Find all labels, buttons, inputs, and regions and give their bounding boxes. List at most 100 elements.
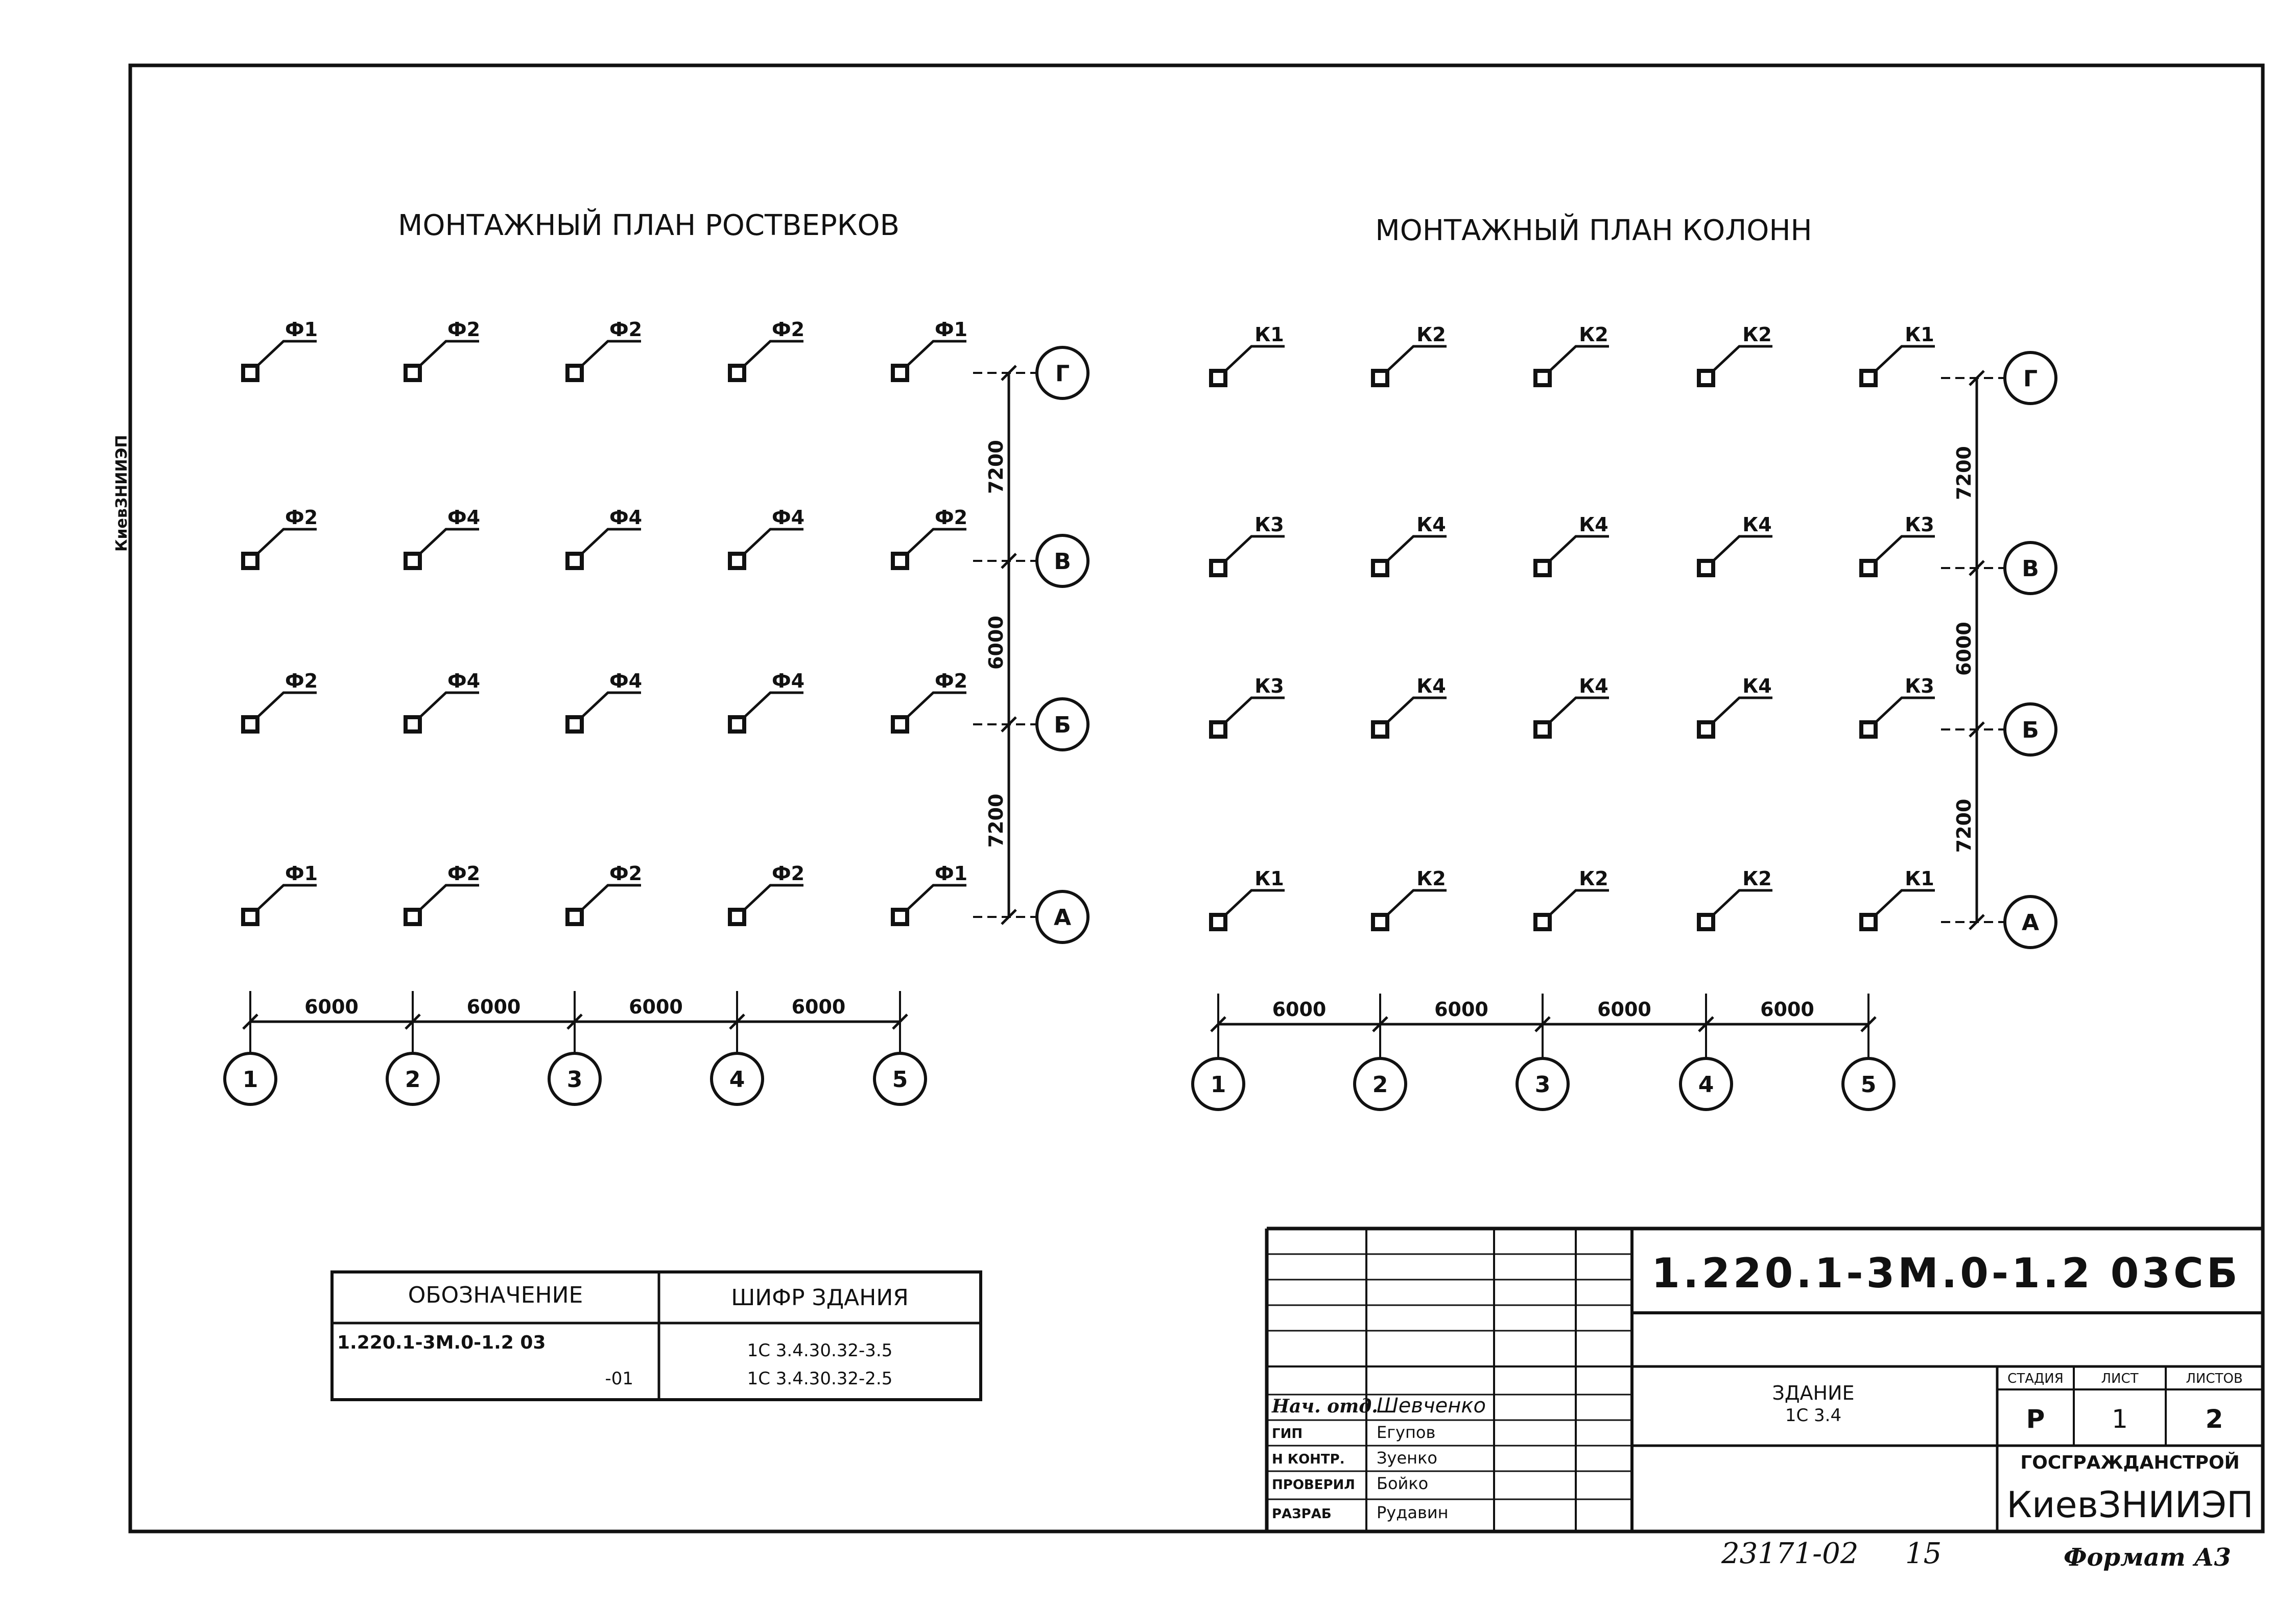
staff-role: РАЗРАБ bbox=[1272, 1506, 1332, 1522]
row-axis-label: В bbox=[2022, 556, 2039, 582]
leader-line bbox=[419, 340, 479, 367]
element-tag: Ф2 bbox=[447, 862, 480, 885]
leader-line bbox=[1875, 696, 1935, 723]
element-tag: Ф2 bbox=[285, 506, 318, 529]
leader-line bbox=[743, 340, 803, 367]
leader-line bbox=[1712, 535, 1772, 562]
sheet-value: 1 bbox=[2112, 1404, 2128, 1434]
leader-line bbox=[906, 884, 966, 911]
sheet-header: ЛИСТ bbox=[2101, 1371, 2138, 1386]
element-marker bbox=[891, 364, 909, 382]
row-axis-bubble bbox=[1035, 534, 1090, 588]
element-marker bbox=[1697, 913, 1715, 931]
leader-line bbox=[1875, 535, 1935, 562]
element-marker bbox=[1371, 913, 1389, 931]
column-axis-label: 2 bbox=[1372, 1072, 1388, 1098]
element-tag: Ф4 bbox=[447, 670, 480, 692]
designation-cell: -01 bbox=[605, 1369, 633, 1389]
row-spacing-label: 7200 bbox=[985, 794, 1007, 848]
row-spacing-label: 6000 bbox=[1953, 622, 1975, 676]
row-spacing-label: 7200 bbox=[1953, 799, 1975, 853]
element-marker bbox=[1859, 913, 1878, 931]
column-axis-label: 3 bbox=[1535, 1072, 1551, 1098]
element-tag: Ф1 bbox=[935, 318, 967, 341]
element-tag: К4 bbox=[1742, 513, 1772, 536]
element-marker bbox=[241, 552, 259, 570]
building-code-cell: 1С 3.4.30.32-3.5 bbox=[747, 1340, 893, 1361]
column-axis-bubble bbox=[1516, 1057, 1570, 1111]
stage-value: Р bbox=[2026, 1404, 2045, 1434]
row-axis-bubble bbox=[1035, 697, 1090, 751]
element-tag: Ф4 bbox=[772, 670, 804, 692]
element-marker bbox=[1859, 559, 1878, 577]
element-tag: К3 bbox=[1254, 675, 1284, 697]
leader-line bbox=[581, 691, 641, 718]
leader-line bbox=[1875, 889, 1935, 916]
leader-line bbox=[581, 528, 641, 555]
column-axis-label: 3 bbox=[567, 1067, 583, 1093]
staff-name: Зуенко bbox=[1377, 1448, 1437, 1468]
column-axis-bubble bbox=[1679, 1057, 1733, 1111]
column-axis-bubble bbox=[873, 1052, 927, 1106]
column-spacing-label: 6000 bbox=[1434, 998, 1488, 1021]
leader-line bbox=[1386, 345, 1447, 372]
leader-line bbox=[1549, 696, 1609, 723]
column-axis-bubble bbox=[548, 1052, 602, 1106]
leader-line bbox=[1386, 696, 1447, 723]
column-spacing-label: 6000 bbox=[1597, 998, 1651, 1021]
element-tag: Ф1 bbox=[935, 862, 967, 885]
element-tag: Ф2 bbox=[285, 670, 318, 692]
leader-line bbox=[1712, 345, 1772, 372]
designation-table: ОБОЗНАЧЕНИЕ ШИФР ЗДАНИЯ 1.220.1-3М.0-1.2… bbox=[330, 1270, 982, 1401]
row-axis-bubble bbox=[1035, 346, 1090, 400]
element-marker bbox=[891, 715, 909, 734]
leader-line bbox=[906, 691, 966, 718]
element-tag: К1 bbox=[1905, 323, 1934, 346]
element-marker bbox=[1209, 369, 1227, 387]
row-spacing-label: 6000 bbox=[985, 616, 1007, 670]
element-tag: Ф2 bbox=[935, 670, 967, 692]
leader-line bbox=[743, 884, 803, 911]
column-axis-label: 1 bbox=[243, 1067, 258, 1093]
dimension-tick bbox=[1001, 553, 1017, 569]
row-axis-label: А bbox=[1054, 905, 1071, 931]
element-tag: Ф1 bbox=[285, 318, 318, 341]
element-marker bbox=[565, 908, 584, 926]
leader-line bbox=[906, 528, 966, 555]
element-marker bbox=[404, 908, 422, 926]
element-marker bbox=[1209, 720, 1227, 739]
leader-line bbox=[1549, 889, 1609, 916]
column-axis-bubble bbox=[1841, 1057, 1896, 1111]
dimension-tick bbox=[1534, 1016, 1551, 1032]
staff-name: Шевченко bbox=[1377, 1394, 1486, 1418]
element-marker bbox=[1697, 559, 1715, 577]
leader-line bbox=[1549, 345, 1609, 372]
element-marker bbox=[1533, 913, 1552, 931]
element-tag: Ф4 bbox=[447, 506, 480, 529]
element-marker bbox=[891, 908, 909, 926]
element-tag: К4 bbox=[1579, 675, 1608, 697]
element-tag: К4 bbox=[1579, 513, 1608, 536]
column-spacing-label: 6000 bbox=[304, 996, 359, 1018]
column-spacing-label: 6000 bbox=[1272, 998, 1327, 1021]
element-marker bbox=[1371, 369, 1389, 387]
element-marker bbox=[728, 908, 746, 926]
dimension-tick bbox=[1001, 909, 1017, 925]
element-marker bbox=[1697, 369, 1715, 387]
element-marker bbox=[241, 364, 259, 382]
right-plan-title: МОНТАЖНЫЙ ПЛАН КОЛОНН bbox=[1375, 214, 1812, 247]
element-marker bbox=[728, 715, 746, 734]
document-code: 1.220.1-3М.0-1.2 03СБ bbox=[1651, 1249, 2240, 1297]
sheets-value: 2 bbox=[2206, 1404, 2223, 1434]
column-axis-bubble bbox=[1353, 1057, 1407, 1111]
column-axis-label: 5 bbox=[892, 1067, 908, 1093]
leader-line bbox=[1224, 889, 1285, 916]
row-spacing-label: 7200 bbox=[1953, 446, 1975, 500]
element-tag: К2 bbox=[1416, 323, 1446, 346]
element-tag: К2 bbox=[1742, 867, 1772, 890]
column-axis-label: 1 bbox=[1211, 1072, 1226, 1098]
element-marker bbox=[565, 715, 584, 734]
dimension-tick bbox=[242, 1013, 258, 1030]
